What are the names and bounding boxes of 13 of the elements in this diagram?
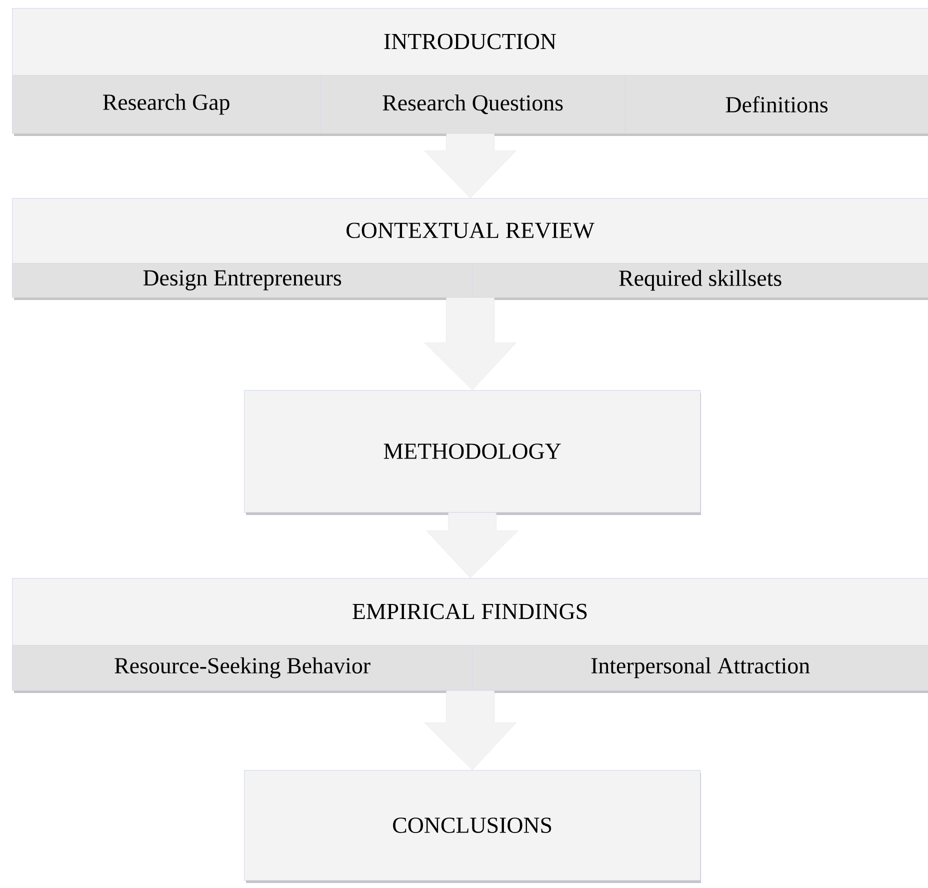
subtopic-cell: Resource-Seeking Behavior [12, 645, 473, 691]
section-box: CONCLUSIONS [244, 770, 701, 883]
subtopic-cell: Research Gap [12, 75, 321, 134]
subtopic-cell: Required skillsets [472, 263, 928, 298]
block-arrow [424, 690, 516, 770]
block-arrow [426, 512, 518, 578]
subtopic-cell: Design Entrepreneurs [12, 263, 473, 298]
subtopic-cell: Interpersonal Attraction [472, 645, 928, 691]
subtopic-cell: Definitions [625, 75, 928, 134]
section-box: METHODOLOGY [244, 390, 701, 515]
subtopic-cell: Research Questions [320, 75, 626, 134]
block-arrow [424, 134, 516, 198]
block-arrow [424, 298, 516, 390]
